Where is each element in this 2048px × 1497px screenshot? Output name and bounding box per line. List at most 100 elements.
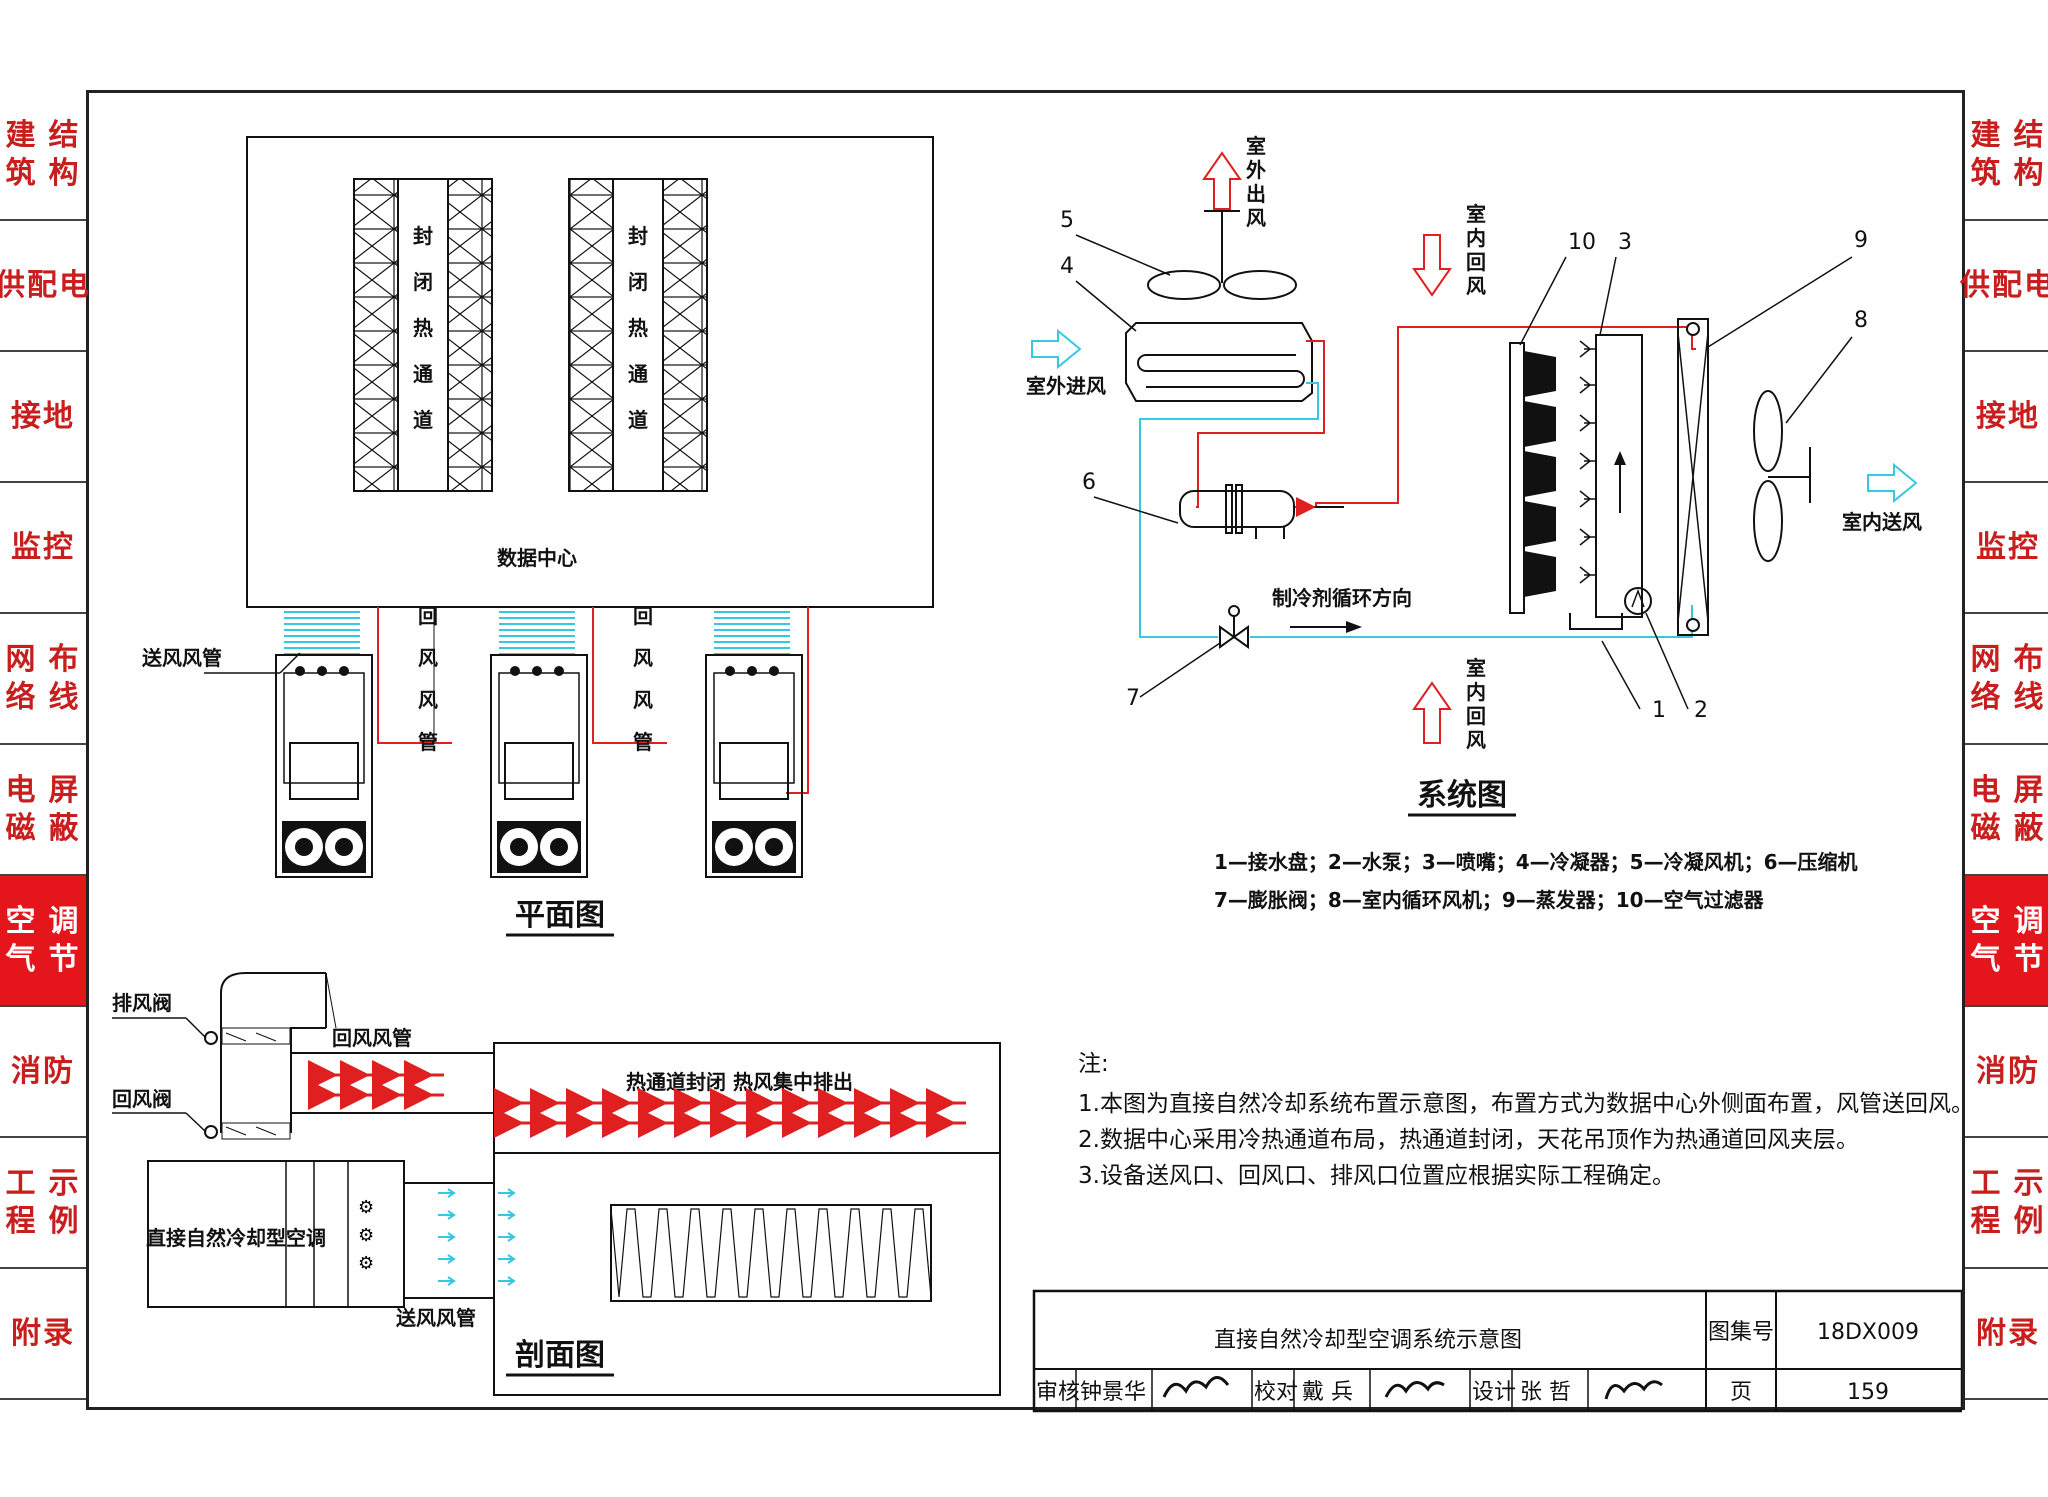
sidebar-tab-label: 消 <box>11 1053 43 1089</box>
sidebar-tab-label: 地 <box>43 398 75 434</box>
designer-signature <box>1604 1380 1663 1400</box>
sidebar-tab[interactable]: 供配电 <box>0 221 89 352</box>
sidebar-tab[interactable]: 电磁屏蔽 <box>1965 745 2048 876</box>
sidebar-tab[interactable]: 供配电 <box>1960 221 2048 352</box>
left-sidebar: 建筑结构供配电接地监控网络布线电磁屏蔽空气调节消防工程示例附录 <box>0 90 89 1410</box>
supply-duct <box>714 607 790 655</box>
water-pump <box>1624 587 1652 615</box>
sidebar-tab[interactable]: 网络布线 <box>0 614 86 745</box>
checker-signature <box>1384 1381 1445 1398</box>
vertical-label-char: 内 <box>1466 226 1486 250</box>
vertical-label-char: 通 <box>413 362 433 386</box>
sidebar-tab-label: 配 <box>1992 267 2024 303</box>
sidebar-tab-label: 布线 <box>48 641 81 715</box>
callout-leader <box>1075 234 1171 276</box>
vertical-label-char: 风 <box>1466 728 1486 752</box>
page-number: 159 <box>1847 1380 1889 1405</box>
air-filter <box>1509 342 1556 614</box>
return-duct-label: 回风风管 <box>633 604 653 754</box>
sidebar-tab[interactable]: 接地 <box>1965 352 2048 483</box>
refrigerant-line-cyan <box>1139 382 1319 638</box>
plan-caption: 平面图 <box>515 898 605 933</box>
callout-leader <box>1093 496 1179 524</box>
sidebar-tab[interactable]: 监控 <box>0 483 86 614</box>
indoor-supply-arrow <box>1867 462 1918 504</box>
sidebar-tab-label: 结构 <box>2013 117 2046 191</box>
vertical-label-char: 风 <box>1466 274 1486 298</box>
sidebar-tab-label: 控 <box>2008 529 2040 565</box>
vertical-label-char: 内 <box>1466 680 1486 704</box>
data-center-label: 数据中心 <box>497 546 577 570</box>
reviewer-signature <box>1162 1376 1230 1398</box>
drawing-frame: 封闭热通道 封闭热通道 数据中心 <box>86 90 1974 1413</box>
sidebar-tab-label: 接 <box>11 398 43 434</box>
sidebar-tab[interactable]: 电磁屏蔽 <box>0 745 86 876</box>
section-caption: 剖面图 <box>515 1338 605 1373</box>
sidebar-tab-label: 电 <box>59 267 91 303</box>
return-damper-label: 回风阀 <box>112 1087 172 1111</box>
sidebar-tab-label: 屏蔽 <box>48 772 81 846</box>
legend-line-1: 1—接水盘；2—水泵；3—喷嘴；4—冷凝器；5—冷凝风机；6—压缩机 <box>1214 850 1858 874</box>
sidebar-tab-label: 工程 <box>1970 1165 2003 1239</box>
rack-row-group-2 <box>568 178 708 492</box>
sidebar-tab[interactable]: 消防 <box>0 1007 86 1138</box>
sidebar-tab[interactable]: 空气调节 <box>1965 876 2048 1007</box>
sidebar-tab-label: 电 <box>2024 267 2048 303</box>
vertical-label-char: 风 <box>418 646 438 670</box>
sidebar-tab[interactable]: 监控 <box>1965 483 2048 614</box>
sidebar-tab[interactable]: 建筑结构 <box>0 90 86 221</box>
callout-leader <box>1601 640 1641 710</box>
sidebar-tab-label: 防 <box>43 1053 75 1089</box>
sidebar-tab[interactable]: 空气调节 <box>0 876 86 1007</box>
callout-number: 3 <box>1618 230 1632 255</box>
vertical-label-char: 通 <box>628 362 648 386</box>
room-section <box>493 1042 1001 1396</box>
filter-pleat <box>1524 351 1556 397</box>
supply-airflow-arrow <box>438 1254 456 1264</box>
sidebar-tab-label: 供 <box>1960 267 1992 303</box>
nozzle <box>1579 528 1596 546</box>
sidebar-tab[interactable]: 附录 <box>1965 1269 2048 1400</box>
rack-row <box>353 178 399 492</box>
sidebar-tab-label: 调节 <box>2013 903 2046 977</box>
sidebar-tab[interactable]: 接地 <box>0 352 86 483</box>
vertical-label-char: 室 <box>1466 202 1486 226</box>
sidebar-tab[interactable]: 消防 <box>1965 1007 2048 1138</box>
atlas-label: 图集号 <box>1708 1320 1774 1345</box>
sidebar-tab[interactable]: 附录 <box>0 1269 86 1400</box>
callout-number: 10 <box>1568 230 1596 255</box>
vertical-label-char: 回 <box>1466 250 1486 274</box>
return-damper <box>204 1122 291 1140</box>
sidebar-tab[interactable]: 工程示例 <box>0 1138 86 1269</box>
sidebar-tab[interactable]: 工程示例 <box>1965 1138 2048 1269</box>
sidebar-tab-label: 空气 <box>1970 903 2003 977</box>
callout-number: 7 <box>1126 686 1140 711</box>
supply-duct <box>499 607 575 655</box>
vertical-label-char: 风 <box>1246 206 1266 230</box>
sidebar-tab[interactable]: 网络布线 <box>1965 614 2048 745</box>
rack-section <box>610 1204 932 1302</box>
return-duct-label: 回风风管 <box>418 604 438 754</box>
sidebar-tab-label: 电磁 <box>1970 772 2003 846</box>
outdoor-intake-label: 室外进风 <box>1026 374 1106 398</box>
vertical-label-char: 道 <box>628 408 648 432</box>
drawing-title: 直接自然冷却型空调系统示意图 <box>1214 1328 1522 1353</box>
callout-leader <box>1707 256 1853 348</box>
indoor-supply-label: 室内送风 <box>1842 510 1922 534</box>
vertical-label-char: 管 <box>418 730 438 754</box>
notes-heading: 注: <box>1078 1051 1109 1077</box>
sidebar-tab-label: 网络 <box>1970 641 2003 715</box>
sidebar-tab[interactable]: 建筑结构 <box>1965 90 2048 221</box>
rack-hatch <box>610 1208 932 1298</box>
supply-duct <box>284 607 360 655</box>
return-duct <box>592 607 667 744</box>
return-duct <box>377 607 452 744</box>
sidebar-tab-label: 建筑 <box>1970 117 2003 191</box>
rack-row <box>568 178 614 492</box>
sidebar-tab-label: 电磁 <box>5 772 38 846</box>
sidebar-tab-label: 地 <box>2008 398 2040 434</box>
